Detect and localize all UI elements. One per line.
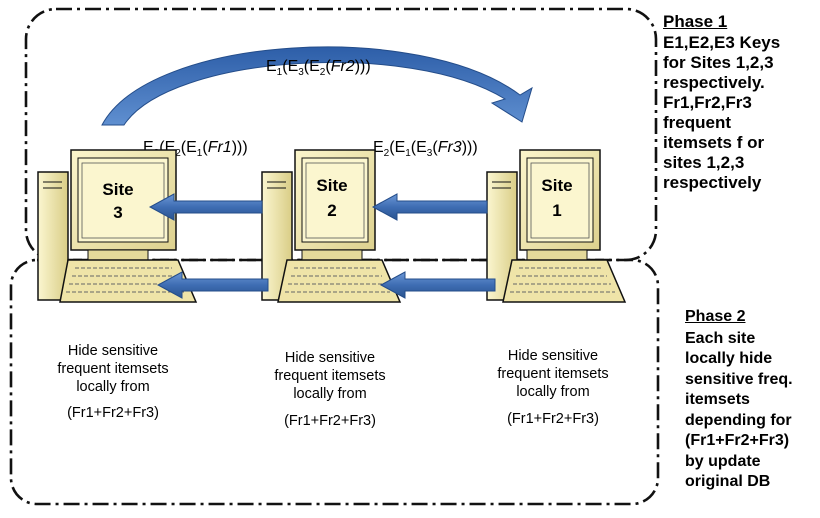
phase2-line: by update (685, 452, 761, 470)
hide-block-site-3: Hide sensitive frequent itemsets locally… (57, 343, 168, 421)
phase1-line: itemsets f or (663, 133, 765, 152)
svg-text:Hide sensitive: Hide sensitive (68, 343, 158, 359)
svg-text:frequent itemsets: frequent itemsets (497, 366, 608, 382)
phase2-line: (Fr1+Fr2+Fr3) (685, 432, 790, 449)
phase2-line: locally hide (685, 350, 773, 367)
phase1-line: respectively. (663, 73, 765, 92)
phase1-line: for Sites 1,2,3 (663, 53, 774, 72)
hide-block-site-2: Hide sensitive frequent itemsets locally… (274, 350, 385, 429)
site-number: 2 (327, 201, 336, 220)
hide-block-site-1: Hide sensitive frequent itemsets locally… (497, 348, 608, 427)
phase2-line: Each site (685, 329, 756, 347)
computer-site-3: Site 3 (37, 149, 198, 303)
phase1-line: respectively (663, 173, 762, 192)
arrow-lower-site2-to-site3 (156, 271, 269, 299)
phase1-line: Fr1,Fr2,Fr3 (663, 93, 752, 112)
phase2-description: Phase 2 Each site locally hide sensitive… (685, 307, 820, 493)
svg-text:locally from: locally from (76, 379, 149, 395)
svg-text:(Fr1+Fr2+Fr3): (Fr1+Fr2+Fr3) (284, 413, 376, 429)
svg-text:Hide sensitive: Hide sensitive (508, 348, 598, 364)
site-label: Site (102, 180, 133, 199)
svg-text:frequent itemsets: frequent itemsets (57, 361, 168, 377)
arrow-site1-to-site2 (371, 193, 488, 221)
computer-site-2: Site 2 (261, 149, 402, 303)
formula-top: E1(E3(E2(Fr2))) (266, 58, 371, 78)
site-label: Site (541, 176, 572, 195)
phase1-description: Phase 1 E1,E2,E3 Keys for Sites 1,2,3 re… (663, 12, 819, 193)
screen (526, 157, 594, 243)
phase2-line: itemsets (685, 391, 750, 408)
phase1-line: E1,E2,E3 Keys (663, 33, 781, 52)
svg-text:(Fr1+Fr2+Fr3): (Fr1+Fr2+Fr3) (507, 411, 599, 427)
svg-text:locally from: locally from (516, 384, 589, 400)
curved-arrow-site3-to-site1 (101, 46, 533, 126)
phase1-title: Phase 1 (663, 12, 728, 31)
arrow-site2-to-site3 (148, 193, 263, 221)
screen (77, 157, 169, 243)
formula-right: E2(E1(E3(Fr3))) (373, 139, 478, 159)
svg-text:frequent itemsets: frequent itemsets (274, 368, 385, 384)
screen (301, 157, 369, 243)
site-number: 1 (552, 201, 561, 220)
svg-text:locally from: locally from (293, 386, 366, 402)
phase2-line: original DB (685, 473, 771, 490)
phase2-line: depending for (685, 411, 792, 429)
arrow-lower-site1-to-site2 (379, 271, 496, 299)
computer-site-1: Site 1 (486, 149, 627, 303)
phase2-line: sensitive freq. (685, 370, 793, 388)
site-label: Site (316, 176, 347, 195)
svg-text:Hide sensitive: Hide sensitive (285, 350, 375, 366)
site-number: 3 (113, 203, 122, 222)
phase1-line: sites 1,2,3 (663, 153, 745, 172)
phase1-line: frequent (663, 113, 731, 132)
tower (37, 171, 69, 301)
svg-text:(Fr1+Fr2+Fr3): (Fr1+Fr2+Fr3) (67, 405, 159, 421)
phase2-title: Phase 2 (685, 308, 746, 325)
